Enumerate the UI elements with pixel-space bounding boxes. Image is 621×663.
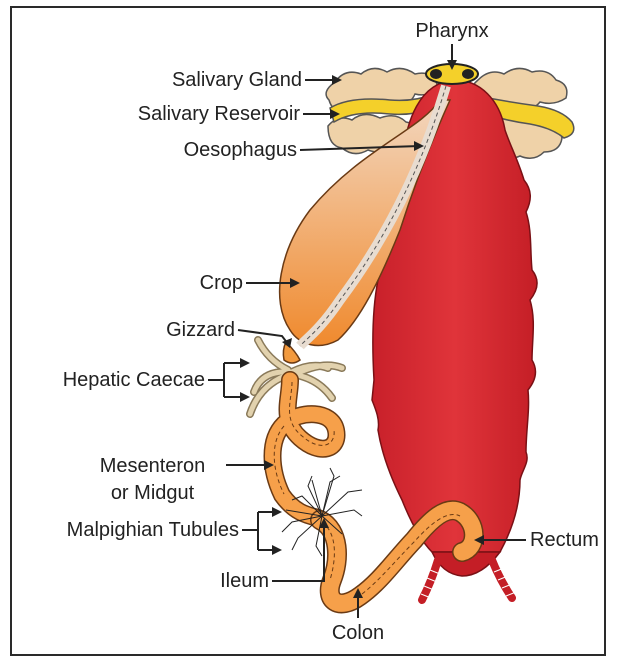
oesophagus-label: Oesophagus	[120, 139, 297, 161]
colon-label: Colon	[308, 622, 408, 644]
pharynx-dot-right	[462, 69, 474, 79]
gizzard-label: Gizzard	[120, 319, 235, 341]
ileum-label: Ileum	[200, 570, 269, 592]
gizzard	[283, 342, 300, 363]
malpighian-tubules-label: Malpighian Tubules	[14, 519, 239, 541]
crop-label: Crop	[150, 272, 243, 294]
midgut-label: or Midgut	[80, 482, 225, 504]
salivary-gland-label: Salivary Gland	[100, 69, 302, 91]
hepatic-caecae-label: Hepatic Caecae	[20, 369, 205, 391]
pharynx-dot-left	[430, 69, 442, 79]
mesenteron-label: Mesenteron	[80, 455, 225, 477]
salivary-reservoir-label: Salivary Reservoir	[60, 103, 300, 125]
rectum-label: Rectum	[530, 529, 599, 551]
pharynx-label: Pharynx	[402, 20, 502, 42]
